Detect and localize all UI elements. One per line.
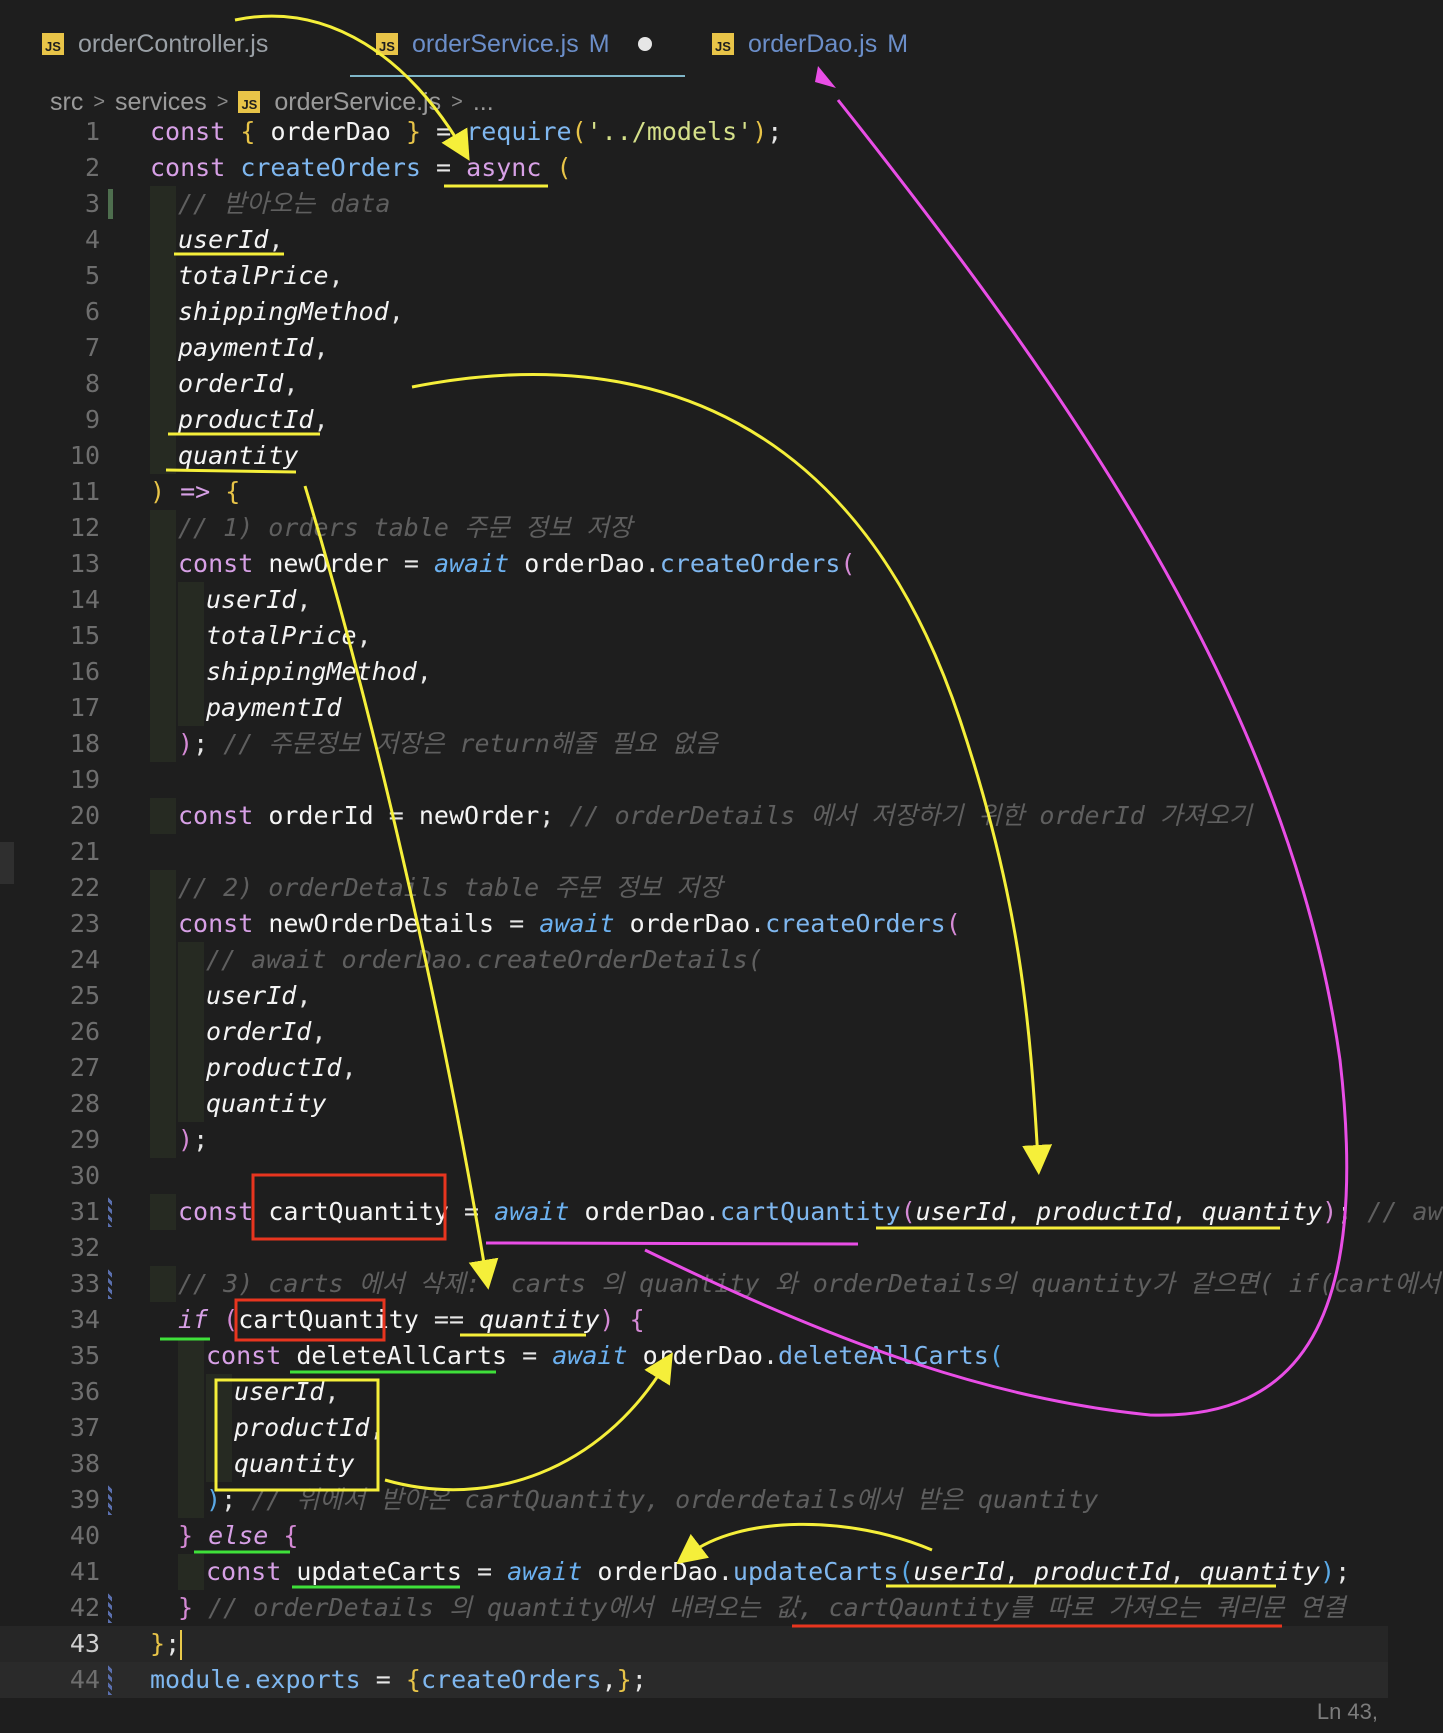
code-line: 33// 3) carts 에서 삭제: carts 의 quantity 와 … xyxy=(0,1266,1440,1302)
tab-label: orderDao.js xyxy=(748,29,878,58)
tab-order-service[interactable]: JS orderService.js M xyxy=(376,22,652,66)
breadcrumb-file[interactable]: orderService.js xyxy=(274,87,442,116)
editor-tab-bar: JS orderController.js JS orderService.js… xyxy=(0,0,1388,84)
js-file-icon: JS xyxy=(42,33,64,55)
chevron-right-icon: > xyxy=(451,90,463,113)
js-file-icon: JS xyxy=(238,91,261,113)
git-change-marker xyxy=(108,1593,112,1623)
git-change-marker xyxy=(108,1269,112,1299)
code-line-current: 43}; xyxy=(0,1626,1388,1662)
js-file-icon: JS xyxy=(712,33,734,55)
code-line: 21 xyxy=(69,837,100,866)
activity-marker xyxy=(0,842,14,884)
code-line: 22// 2) orderDetails table 주문 정보 저장 xyxy=(0,870,1388,906)
breadcrumb-services[interactable]: services xyxy=(115,87,207,116)
breadcrumb-src[interactable]: src xyxy=(50,87,84,116)
git-change-marker xyxy=(108,1485,112,1515)
code-line: 3// 받아오는 data xyxy=(0,186,1388,222)
text-cursor xyxy=(180,1630,183,1660)
git-modified-marker xyxy=(108,189,113,219)
code-line: 18); // 주문정보 저장은 return해줄 필요 없음 xyxy=(0,726,1388,762)
code-line: 29); xyxy=(0,1122,1388,1158)
git-change-marker xyxy=(108,1665,112,1695)
code-line: 12// 1) orders table 주문 정보 저장 xyxy=(0,510,1388,546)
code-line: 19 xyxy=(69,765,100,794)
modified-indicator: M xyxy=(887,29,909,58)
tab-label: orderService.js xyxy=(412,29,579,58)
unsaved-dot-icon[interactable] xyxy=(637,37,652,51)
tab-order-dao[interactable]: JS orderDao.js M xyxy=(712,22,908,66)
active-tab-underline xyxy=(350,75,685,77)
chevron-right-icon: > xyxy=(93,90,106,113)
code-line: 39); // 위에서 받아온 cartQuantity, orderdetai… xyxy=(0,1482,1388,1518)
tab-order-controller[interactable]: JS orderController.js xyxy=(42,22,268,66)
modified-indicator: M xyxy=(588,29,610,58)
chevron-right-icon: > xyxy=(216,90,229,113)
code-line: 24// await orderDao.createOrderDetails( xyxy=(0,942,1388,978)
code-line: 32 xyxy=(69,1233,100,1262)
code-line: 30 xyxy=(69,1161,100,1190)
code-line: 40} else { xyxy=(69,1521,299,1550)
git-change-marker xyxy=(108,1197,112,1227)
tab-label: orderController.js xyxy=(78,29,269,58)
breadcrumb-symbol[interactable]: ... xyxy=(472,87,494,116)
code-line: 42} // orderDetails 의 quantity에서 내려오는 값,… xyxy=(69,1593,1346,1623)
code-line: 11) => { xyxy=(69,477,241,506)
js-file-icon: JS xyxy=(376,33,398,55)
status-position[interactable]: Ln 43, xyxy=(1316,1699,1378,1724)
